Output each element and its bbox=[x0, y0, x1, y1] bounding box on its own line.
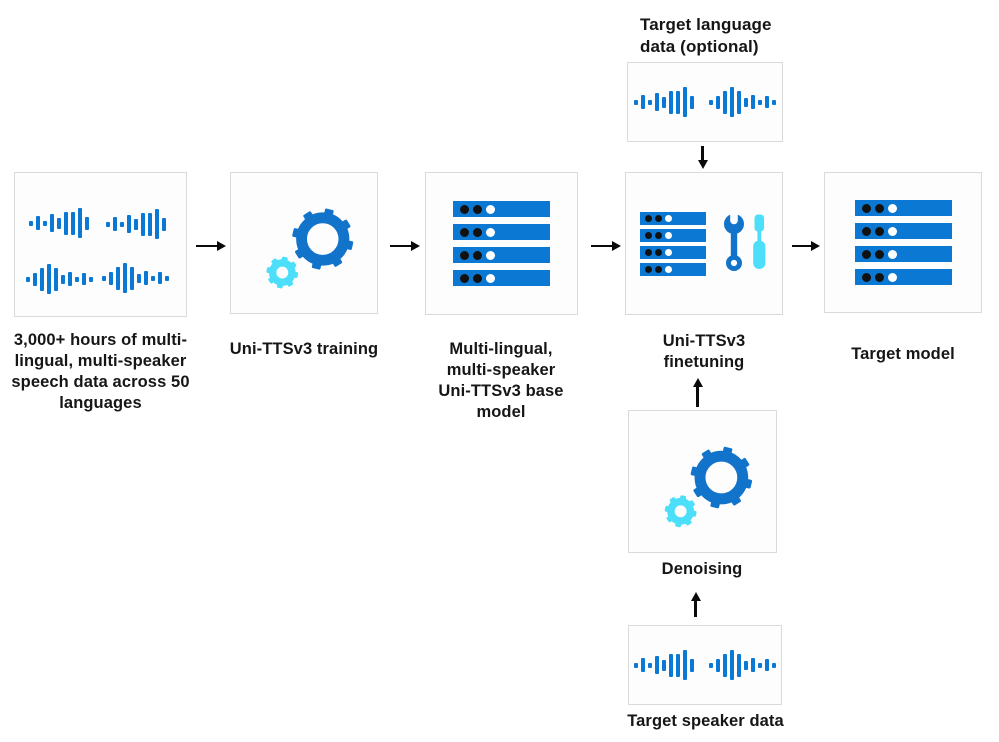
waveform-icon bbox=[709, 86, 776, 118]
waveform-icon bbox=[105, 208, 166, 240]
servers-icon bbox=[825, 173, 981, 312]
waveform-icon bbox=[102, 262, 169, 294]
node-denoising bbox=[628, 410, 777, 553]
waveform-icon bbox=[25, 263, 93, 295]
servers-icon bbox=[639, 211, 706, 276]
waveform-group bbox=[629, 626, 781, 704]
node-training bbox=[230, 172, 378, 314]
waveform-icon bbox=[29, 207, 89, 239]
gears-icon bbox=[231, 173, 377, 313]
label-base-model: Multi-lingual, multi-speaker Uni-TTSv3 b… bbox=[438, 340, 564, 421]
waveform-group bbox=[628, 63, 782, 141]
arrow-right-icon bbox=[196, 240, 226, 252]
label-target-language-data: Target language data (optional) bbox=[640, 15, 772, 56]
waveform-icon bbox=[634, 649, 694, 681]
node-target-language-data bbox=[627, 62, 783, 142]
label-target-speaker-data: Target speaker data bbox=[627, 712, 784, 730]
label-finetuning: Uni-TTSv3 finetuning bbox=[662, 332, 746, 371]
node-target-model bbox=[824, 172, 982, 313]
waveform-group bbox=[23, 194, 95, 308]
arrow-right-icon bbox=[792, 240, 820, 252]
gears-icon bbox=[629, 411, 776, 552]
label-denoising: Denoising bbox=[661, 560, 743, 578]
tools-icon bbox=[723, 212, 765, 271]
label-target-model: Target model bbox=[851, 345, 955, 363]
waveform-icon bbox=[709, 649, 776, 681]
arrow-up-icon bbox=[691, 378, 704, 407]
arrow-right-icon bbox=[390, 240, 420, 252]
arrow-up-icon bbox=[689, 592, 702, 617]
node-finetuning bbox=[625, 172, 783, 315]
node-base-model bbox=[425, 172, 578, 315]
arrow-down-icon bbox=[696, 146, 709, 169]
waveform-icon bbox=[634, 86, 694, 118]
label-speech-data: 3,000+ hours of multi- lingual, multi-sp… bbox=[11, 331, 190, 412]
servers-icon bbox=[426, 173, 577, 314]
node-target-speaker-data bbox=[628, 625, 782, 705]
label-training: Uni-TTSv3 training bbox=[229, 340, 379, 358]
node-speech-data bbox=[14, 172, 187, 317]
arrow-right-icon bbox=[591, 240, 621, 252]
highlight-rect bbox=[98, 194, 173, 308]
